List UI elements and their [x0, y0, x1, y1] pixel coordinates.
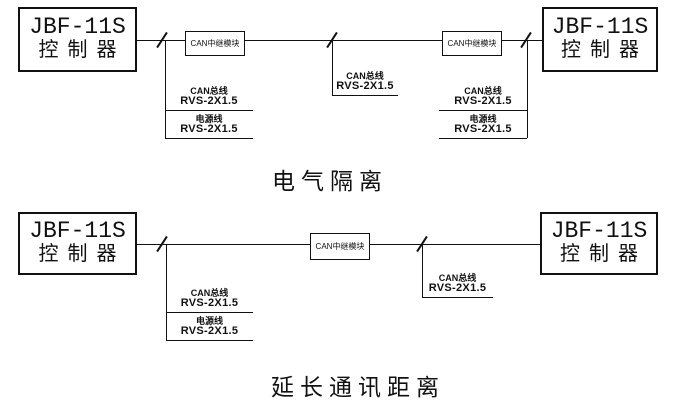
wire-label-power-line: 电源线 RVS-2X1.5	[439, 114, 527, 136]
label-underline	[439, 138, 527, 139]
controller-box-right: JBF-11S 控制器	[542, 7, 658, 72]
repeater-label: CAN中继模块	[190, 39, 240, 48]
wire-name: CAN总线	[346, 71, 384, 81]
leader-line	[165, 40, 166, 138]
wire-name: 电源线	[469, 114, 497, 124]
wire-spec: RVS-2X1.5	[454, 123, 512, 136]
wire-name: CAN总线	[464, 86, 502, 96]
repeater-label: CAN中继模块	[315, 242, 365, 251]
controller-box-left: JBF-11S 控制器	[18, 7, 137, 72]
wire-spec: RVS-2X1.5	[336, 80, 394, 93]
leader-line	[332, 40, 333, 95]
label-underline	[165, 110, 253, 111]
controller-box-right: JBF-11S 控制器	[540, 212, 658, 275]
controller-label: 控制器	[38, 244, 126, 268]
wire-label-can-bus: CAN总线 RVS-2X1.5	[439, 86, 527, 108]
controller-model: JBF-11S	[550, 217, 648, 244]
can-repeater-module-box: CAN中继模块	[442, 31, 502, 56]
can-bus-wire	[137, 40, 542, 41]
controller-model: JBF-11S	[551, 13, 649, 40]
controller-label: 控制器	[560, 244, 647, 268]
controller-label: 控制器	[38, 40, 126, 64]
wire-name: 电源线	[195, 316, 223, 326]
controller-model: JBF-11S	[29, 217, 126, 244]
can-repeater-module-box: CAN中继模块	[185, 31, 245, 56]
wire-label-can-bus: CAN总线 RVS-2X1.5	[332, 71, 398, 93]
wire-spec: RVS-2X1.5	[180, 297, 239, 310]
wire-spec: RVS-2X1.5	[454, 95, 512, 108]
wire-label-can-bus: CAN总线 RVS-2X1.5	[165, 86, 253, 108]
can-repeater-module-box: CAN中继模块	[310, 233, 370, 260]
label-underline	[166, 312, 253, 313]
wire-name: CAN总线	[190, 288, 229, 298]
wire-spec: RVS-2X1.5	[180, 325, 239, 338]
diagram-caption: 延长通讯距离	[271, 375, 445, 400]
controller-box-left: JBF-11S 控制器	[18, 212, 137, 275]
label-underline	[165, 138, 253, 139]
diagram-caption: 电气隔离	[272, 169, 388, 194]
wire-label-power-line: 电源线 RVS-2X1.5	[165, 114, 253, 136]
wire-name: CAN总线	[438, 273, 477, 283]
wire-label-can-bus: CAN总线 RVS-2X1.5	[166, 288, 253, 310]
label-underline	[166, 340, 253, 341]
wire-spec: RVS-2X1.5	[180, 123, 238, 136]
label-underline	[439, 110, 527, 111]
wire-spec: RVS-2X1.5	[428, 282, 487, 295]
leader-line	[166, 244, 167, 340]
leader-line	[527, 40, 528, 138]
repeater-label: CAN中继模块	[447, 39, 497, 48]
wire-spec: RVS-2X1.5	[180, 95, 238, 108]
leader-line	[422, 244, 423, 297]
wire-label-power-line: 电源线 RVS-2X1.5	[166, 316, 253, 338]
wire-name: 电源线	[195, 114, 223, 124]
label-underline	[422, 297, 493, 298]
controller-model: JBF-11S	[29, 13, 126, 40]
controller-label: 控制器	[561, 40, 648, 64]
wire-name: CAN总线	[190, 86, 228, 96]
label-underline	[332, 95, 398, 96]
wire-label-can-bus: CAN总线 RVS-2X1.5	[422, 273, 493, 295]
